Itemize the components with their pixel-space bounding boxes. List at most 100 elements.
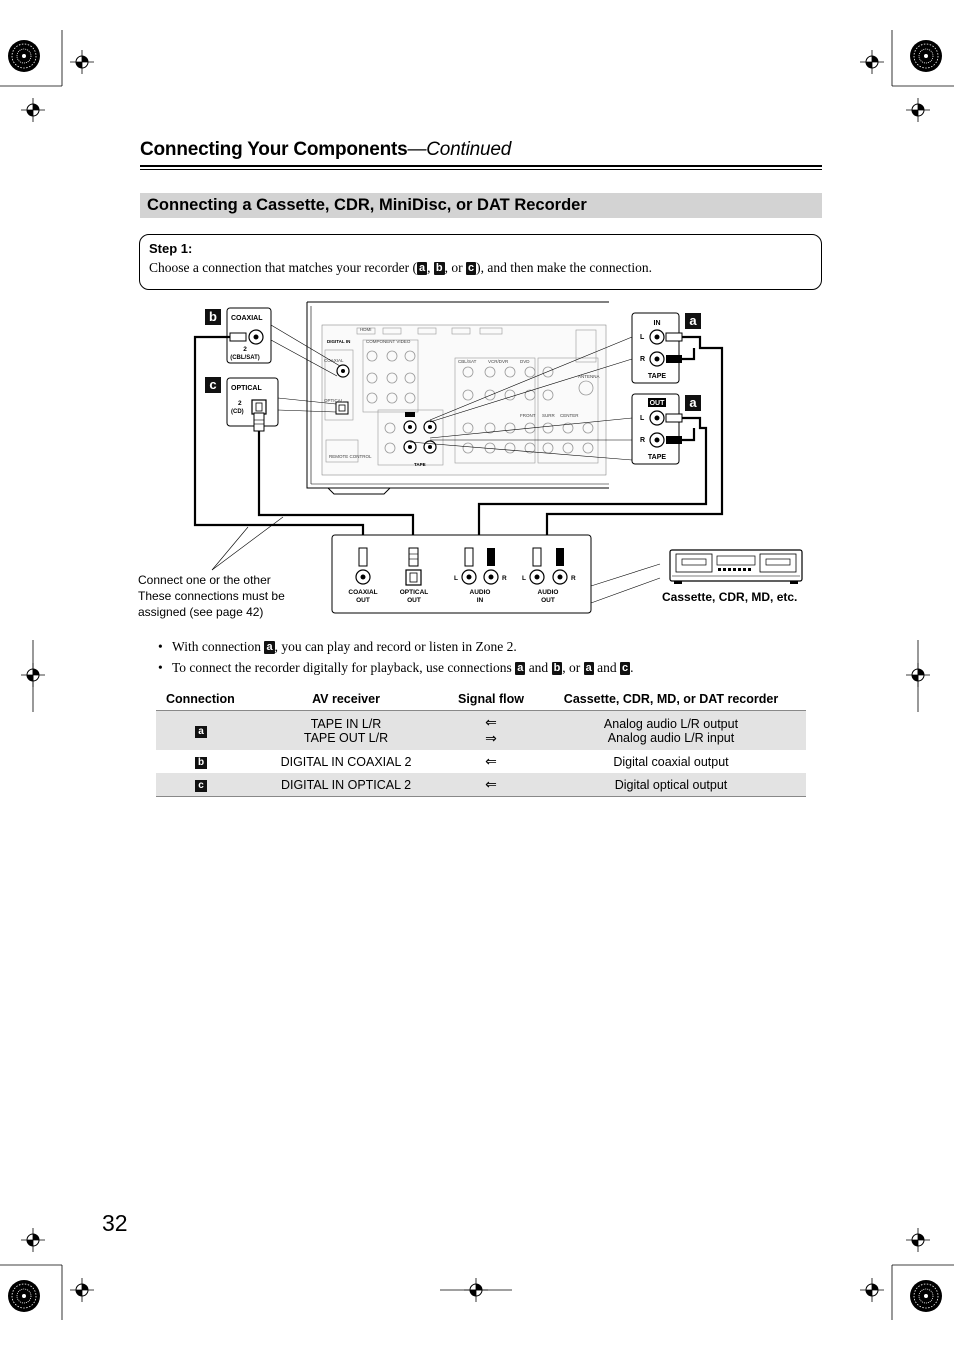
connection-key-cell: a <box>156 710 246 750</box>
bullet-dot: • <box>158 660 163 675</box>
panel-front: FRONT <box>520 413 536 418</box>
page-title-main: Connecting Your Components <box>140 139 408 160</box>
coaxial-input-number: 2 <box>243 346 247 353</box>
key-c: c <box>195 780 207 792</box>
key-b: b <box>195 757 207 769</box>
note-pointer-lines <box>211 516 284 571</box>
tape-out-label: OUT <box>650 400 666 407</box>
tape-in-left: L <box>640 334 645 341</box>
panel-remote-control: REMOTE CONTROL <box>329 454 372 459</box>
step-sep1: , <box>427 260 434 275</box>
tape-out-right: R <box>640 437 645 444</box>
recorder-cell: Digital optical output <box>536 773 806 797</box>
bullet-list: • With connection a , you can play and rec… <box>158 636 634 678</box>
optical-input-number: 2 <box>238 400 242 407</box>
step-text-after: ), and then make the connection. <box>476 260 652 275</box>
page-title-suffix: —Continued <box>407 139 512 160</box>
connection-key-cell: c <box>156 773 246 797</box>
table-row: c DIGITAL IN OPTICAL 2 ⇐ Digital optical… <box>156 773 806 797</box>
bullet-text: . <box>630 660 634 675</box>
tape-out-tape-label: TAPE <box>648 454 666 461</box>
step-box: Step 1: Choose a connection that matches… <box>139 234 822 290</box>
receiver-cell: DIGITAL IN COAXIAL 2 <box>280 754 412 769</box>
col-recorder: Cassette, CDR, MD, or DAT recorder <box>563 692 779 706</box>
panel-optical: OPTICAL <box>324 398 344 403</box>
section-heading: Connecting a Cassette, CDR, MiniDisc, or… <box>140 193 822 218</box>
bullet-text: , or <box>562 660 584 675</box>
rec-coaxial-out-1: COAXIAL <box>348 589 377 596</box>
flow-cell: ⇐ <box>446 773 536 797</box>
coaxial-callout: COAXIAL 2 (CBL/SAT) <box>226 307 341 377</box>
bullet-dot: • <box>158 639 163 654</box>
panel-component-video: COMPONENT VIDEO <box>366 339 411 344</box>
bullet-text: With connection <box>172 639 265 654</box>
bullet-text: To connect the recorder digitally for pl… <box>172 660 516 675</box>
panel-cbl-sat: CBL/SAT <box>458 359 477 364</box>
step-text-before: Choose a connection that matches your re… <box>149 260 418 275</box>
recorder-panel: L R L R COAXIAL OUT OPTICAL OUT AUDIO IN… <box>331 534 661 614</box>
rec-in-right: R <box>502 575 507 582</box>
diagram-key-a-in-label: a <box>689 313 697 328</box>
panel-hdmi: HDMI <box>360 327 372 332</box>
rec-audio-in-1: AUDIO <box>470 589 491 596</box>
arrow-left-icon: ⇐ <box>485 714 497 731</box>
cables <box>193 335 724 552</box>
optical-input-name: (CD) <box>231 409 244 415</box>
page-number: 32 <box>102 1210 128 1236</box>
receiver-text: TAPE OUT L/R <box>303 730 389 745</box>
table-row: b DIGITAL IN COAXIAL 2 ⇐ Digital coaxial… <box>156 750 806 773</box>
key-a: a <box>515 662 526 675</box>
flow-cell: ⇐ <box>446 750 536 773</box>
bullet-item-1: •With connection a, you can play and rec… <box>158 636 634 657</box>
section-title: Connecting a Cassette, CDR, MiniDisc, or… <box>147 196 587 214</box>
bullet-text: and <box>525 660 552 675</box>
step-sep2: , or <box>444 260 467 275</box>
tape-in-label: IN <box>654 320 661 327</box>
note-line-2: These connections must be <box>138 589 285 603</box>
key-b: b <box>551 662 563 675</box>
key-c: c <box>620 662 631 675</box>
tape-out-callout: OUT L R TAPE <box>409 393 683 465</box>
panel-surr: SURR <box>542 413 556 418</box>
rec-out-left: L <box>522 575 526 582</box>
key-b: b <box>433 262 445 275</box>
diagram-key-a-in: a <box>685 313 701 329</box>
diagram-key-a-out: a <box>685 395 701 411</box>
rec-audio-in-2: IN <box>477 597 484 604</box>
cassette-deck-illustration <box>669 549 803 584</box>
connection-note: Connect one or the other These connectio… <box>138 572 285 620</box>
note-line-1: Connect one or the other <box>138 573 271 587</box>
col-av-receiver: AV receiver <box>312 692 380 706</box>
diagram-key-b: b <box>205 309 221 325</box>
key-a: a <box>195 726 207 738</box>
note-line-3: assigned (see page 42) <box>138 605 264 619</box>
recorder-cell: Digital coaxial output <box>613 754 729 769</box>
bullet-text: and <box>593 660 621 675</box>
bullet-text: , you can play and record or listen in Z… <box>274 639 517 654</box>
coaxial-input-name: (CBL/SAT) <box>230 355 260 361</box>
arrow-right-icon: ⇒ <box>485 730 497 747</box>
page-title: Connecting Your Components—Continued <box>140 139 511 161</box>
diagram-key-b-label: b <box>209 309 217 324</box>
panel-center: CENTER <box>560 413 579 418</box>
optical-label: OPTICAL <box>231 385 262 392</box>
connection-table: Connection AV receiver Signal flow Casse… <box>156 688 806 797</box>
rec-audio-out-2: OUT <box>541 597 555 604</box>
key-a: a <box>583 662 594 675</box>
table-header-row: Connection AV receiver Signal flow Casse… <box>156 688 806 711</box>
header-rule <box>140 165 822 167</box>
rec-audio-out-1: AUDIO <box>538 589 559 596</box>
arrow-left-icon: ⇐ <box>485 776 497 793</box>
col-signal-flow: Signal flow <box>458 692 524 706</box>
tape-in-tape-label: TAPE <box>648 373 666 380</box>
coaxial-label: COAXIAL <box>231 315 263 322</box>
panel-tape: TAPE <box>414 462 426 467</box>
connection-diagram: DIGITAL IN COMPONENT VIDEO COAXIAL OPTIC… <box>193 301 803 614</box>
rec-coaxial-out-2: OUT <box>356 597 370 604</box>
panel-coaxial: COAXIAL <box>324 358 344 363</box>
optical-callout: OPTICAL 2 (CD) <box>226 377 337 432</box>
arrow-left-icon: ⇐ <box>485 753 497 770</box>
